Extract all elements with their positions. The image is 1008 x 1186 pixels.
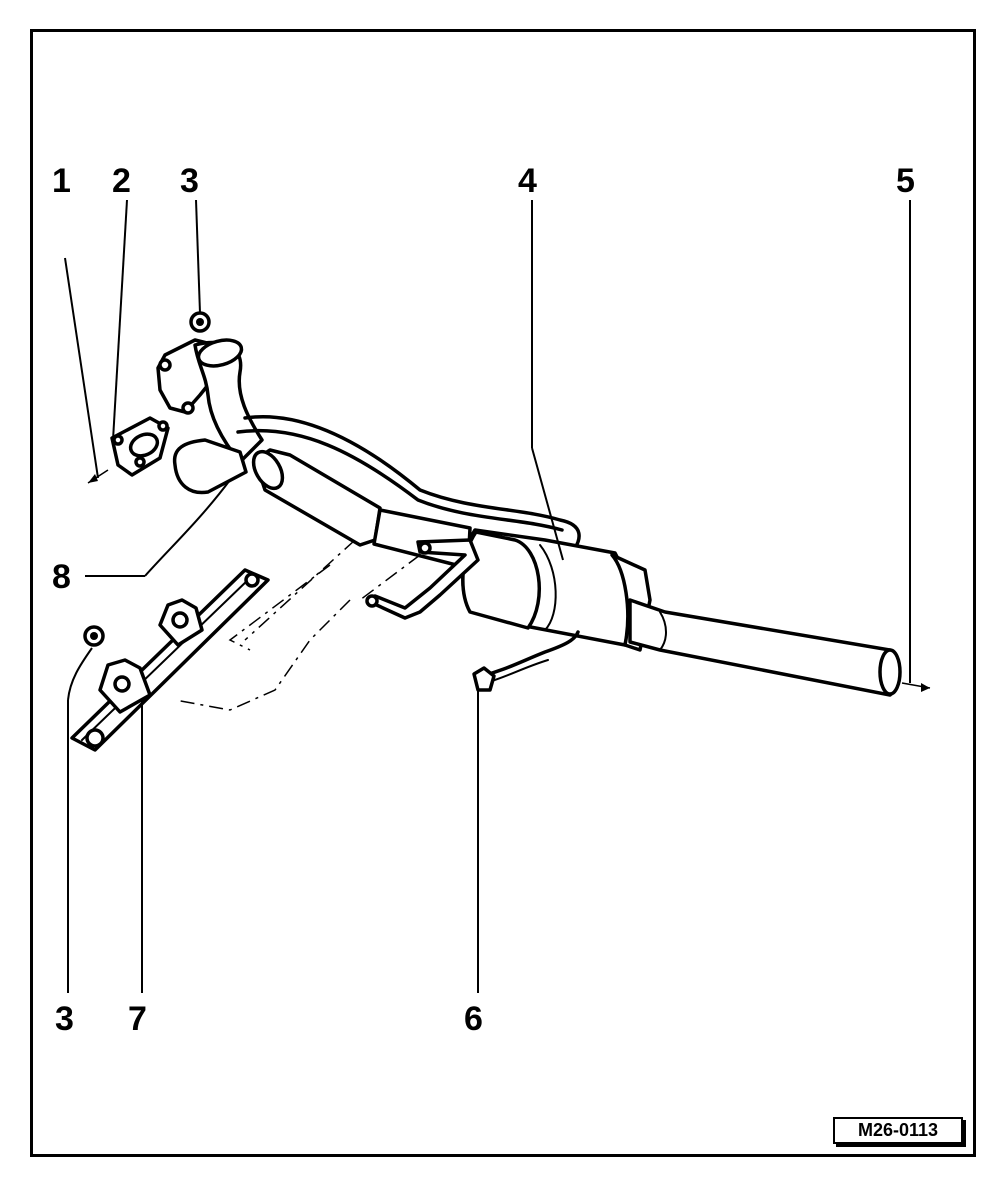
direction-arrow-icon	[901, 682, 931, 692]
callout-5: 5	[896, 162, 915, 200]
callout-1: 1	[52, 162, 71, 200]
heat-shield-bracket	[70, 568, 270, 752]
callout-2: 2	[112, 162, 131, 200]
hidden-outline	[174, 539, 421, 711]
callout-3-top: 3	[180, 162, 199, 200]
gasket	[110, 416, 170, 477]
nut-icon	[189, 311, 211, 333]
reference-code-label: M26-0113	[833, 1117, 963, 1144]
leader-lines	[64, 199, 911, 993]
catalytic-converter	[461, 528, 652, 652]
tailpipe	[628, 598, 902, 697]
callout-7: 7	[128, 1000, 147, 1038]
main-pipe	[236, 415, 581, 570]
nut-icon	[472, 666, 496, 692]
callout-3-bottom: 3	[55, 1000, 74, 1038]
callout-6: 6	[464, 1000, 483, 1038]
nut-icon	[83, 625, 105, 647]
pipe-clamp	[365, 538, 480, 620]
front-pipe	[156, 338, 264, 495]
diagram-frame	[30, 29, 976, 1157]
sensor-wire	[480, 630, 580, 685]
callout-4: 4	[518, 162, 537, 200]
callout-8: 8	[52, 558, 71, 596]
